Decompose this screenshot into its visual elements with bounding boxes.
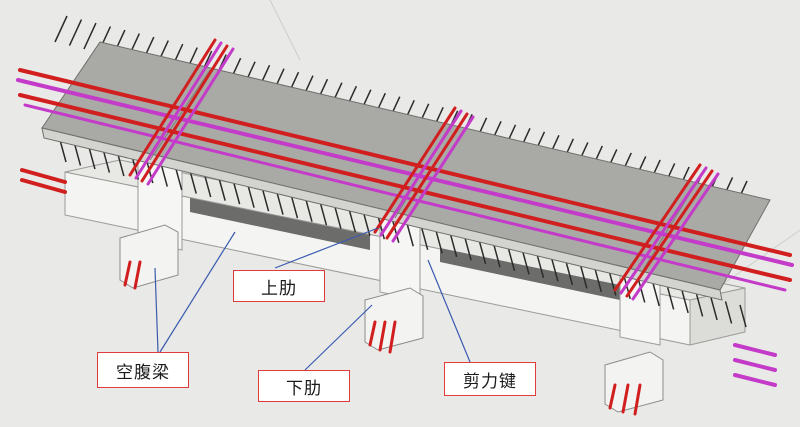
stirrup-bar bbox=[493, 245, 501, 268]
callout-arrows bbox=[154, 227, 471, 371]
stirrup-bar bbox=[724, 301, 733, 324]
stirrup-bar bbox=[261, 188, 270, 212]
cage-bar bbox=[140, 44, 229, 183]
cage-bar bbox=[146, 47, 235, 186]
stirrup-bar bbox=[551, 259, 559, 282]
cage-bar bbox=[128, 38, 217, 177]
stirrup-bar bbox=[392, 220, 400, 243]
stirrup-bar bbox=[102, 150, 111, 173]
stirrup-bar bbox=[739, 304, 747, 328]
stirrup-bar bbox=[652, 283, 660, 307]
stirrup-bar bbox=[420, 227, 429, 250]
stirrup-bar bbox=[319, 202, 328, 226]
stirrup-bar bbox=[59, 139, 67, 163]
stirrup-bar bbox=[54, 15, 68, 43]
stirrup-bar bbox=[478, 241, 487, 265]
stirrup-bar bbox=[580, 266, 588, 289]
cage-bar bbox=[619, 166, 708, 295]
cage-bar bbox=[379, 109, 463, 237]
stirrup-bar bbox=[73, 143, 82, 166]
stirrup-bar bbox=[305, 199, 313, 222]
stirrup-bar bbox=[117, 153, 125, 177]
stirrup-bar bbox=[290, 195, 299, 219]
stirrup-bar bbox=[666, 287, 675, 310]
label-upper-rib: 上肋 bbox=[233, 270, 325, 302]
stirrup-bar bbox=[507, 248, 516, 272]
lower-rib-blocks bbox=[119, 224, 664, 413]
stirrup-bar bbox=[276, 192, 284, 215]
cage-bar bbox=[391, 115, 475, 243]
dowels bbox=[123, 260, 642, 416]
stirrup-bar bbox=[449, 234, 458, 257]
stirrup-bar bbox=[637, 280, 646, 303]
upper-slab bbox=[41, 41, 771, 301]
transverse-rebars bbox=[128, 38, 720, 301]
stirrup-bar bbox=[68, 19, 83, 46]
stirrup-bar bbox=[435, 231, 443, 254]
stirrup-bar bbox=[594, 269, 603, 293]
cage-bar bbox=[631, 172, 720, 301]
stirrup-bar bbox=[334, 206, 342, 229]
stirrup-bar bbox=[232, 181, 241, 205]
cage-bar bbox=[625, 169, 714, 298]
stirrup-bar bbox=[88, 146, 96, 170]
longitudinal-rebars bbox=[16, 68, 794, 387]
stirrup-bar bbox=[464, 238, 472, 261]
stirrup-bar bbox=[406, 224, 414, 247]
label-hollow-web-beam: 空腹梁 bbox=[97, 352, 189, 388]
stirrup-bar bbox=[522, 252, 530, 275]
stirrup-bar bbox=[377, 217, 386, 240]
stirrup-bar bbox=[536, 255, 545, 279]
stirrup-bar bbox=[348, 210, 357, 233]
label-shear-key: 剪力键 bbox=[444, 362, 536, 396]
stirrup-bar bbox=[203, 174, 212, 198]
cage-bar bbox=[385, 112, 469, 240]
stirrup-bar bbox=[160, 164, 169, 187]
stirrup-bar bbox=[565, 262, 574, 286]
stirrup-bar bbox=[695, 294, 704, 317]
cage-bar bbox=[373, 106, 457, 234]
stirrup-bar bbox=[218, 178, 226, 201]
cage-bar bbox=[134, 41, 223, 180]
cage-bar bbox=[613, 163, 702, 292]
stirrup-bar bbox=[83, 22, 97, 50]
stirrup-bar bbox=[247, 185, 255, 208]
stirrup-bar bbox=[609, 273, 617, 296]
label-lower-rib: 下肋 bbox=[258, 370, 350, 402]
stirrup-bar bbox=[189, 171, 197, 194]
stirrup-bar bbox=[681, 290, 689, 314]
stirrup-bar bbox=[175, 167, 183, 191]
stirrup-bar bbox=[710, 297, 718, 321]
